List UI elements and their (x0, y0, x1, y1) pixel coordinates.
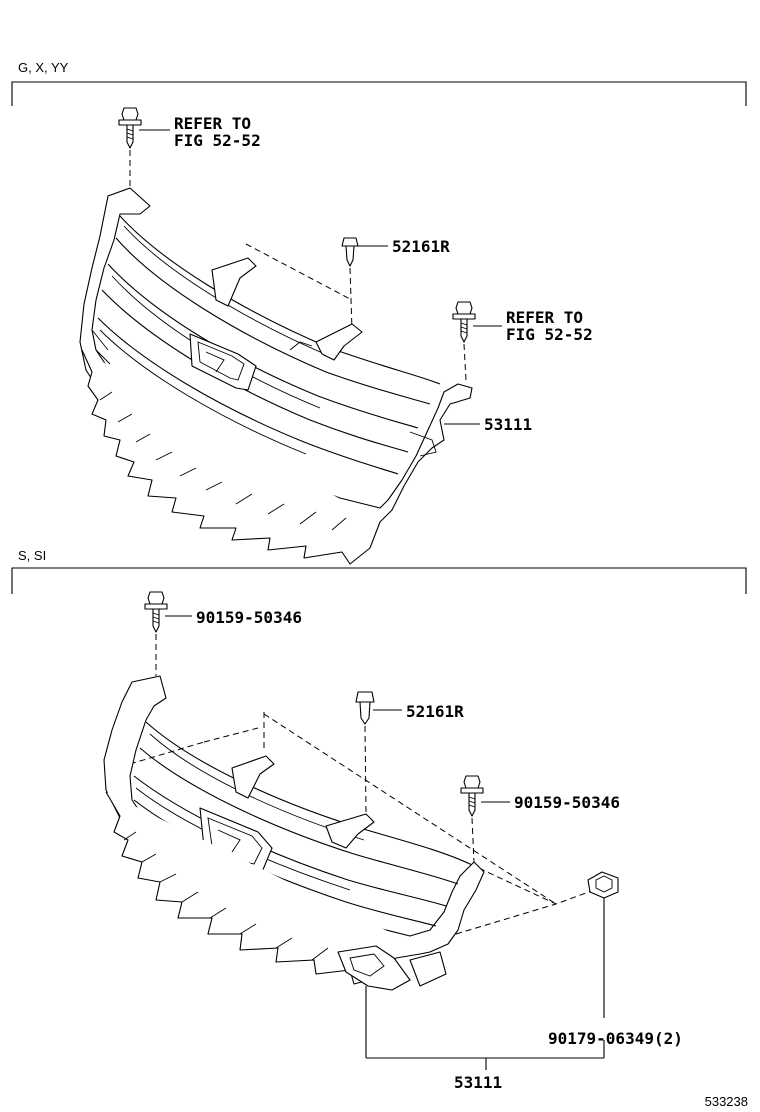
callout-refer-2-fig: FIG 52-52 (506, 325, 593, 344)
radiator-grille-illustration (103, 675, 485, 991)
callout-refer-2: REFER TO (506, 308, 583, 327)
callout-bolt-right: 90159-50346 (514, 793, 620, 812)
callout-nut: 90179-06349(2) (548, 1029, 683, 1048)
callout-grille-1: 53111 (484, 415, 532, 434)
bolt-icon (460, 775, 484, 817)
bolt-icon (452, 301, 476, 343)
callout-clip-1: 52161R (392, 237, 450, 256)
clip-icon (355, 691, 375, 725)
bolt-icon (144, 591, 168, 633)
section-gx-yy: G, X, YY REFER TO FIG 52-52 52161R (11, 60, 747, 565)
bolt-icon (118, 107, 142, 149)
callout-bolt-top: 90159-50346 (196, 608, 302, 627)
section-label-gxyy: G, X, YY (18, 60, 69, 75)
section-bracket (11, 567, 747, 594)
section-s-si: S, SI 90159-50346 52161R 90159-50346 (11, 548, 747, 1092)
illustration-code: 533238 (705, 1094, 748, 1109)
clip-icon (341, 237, 359, 267)
callout-refer-1-fig: FIG 52-52 (174, 131, 261, 150)
callout-clip-2: 52161R (406, 702, 464, 721)
section-bracket (11, 81, 747, 106)
nut-icon (587, 871, 619, 899)
radiator-grille-illustration (79, 187, 473, 565)
callout-grille-2: 53111 (454, 1073, 502, 1092)
callout-refer-1: REFER TO (174, 114, 251, 133)
section-label-ssi: S, SI (18, 548, 46, 563)
